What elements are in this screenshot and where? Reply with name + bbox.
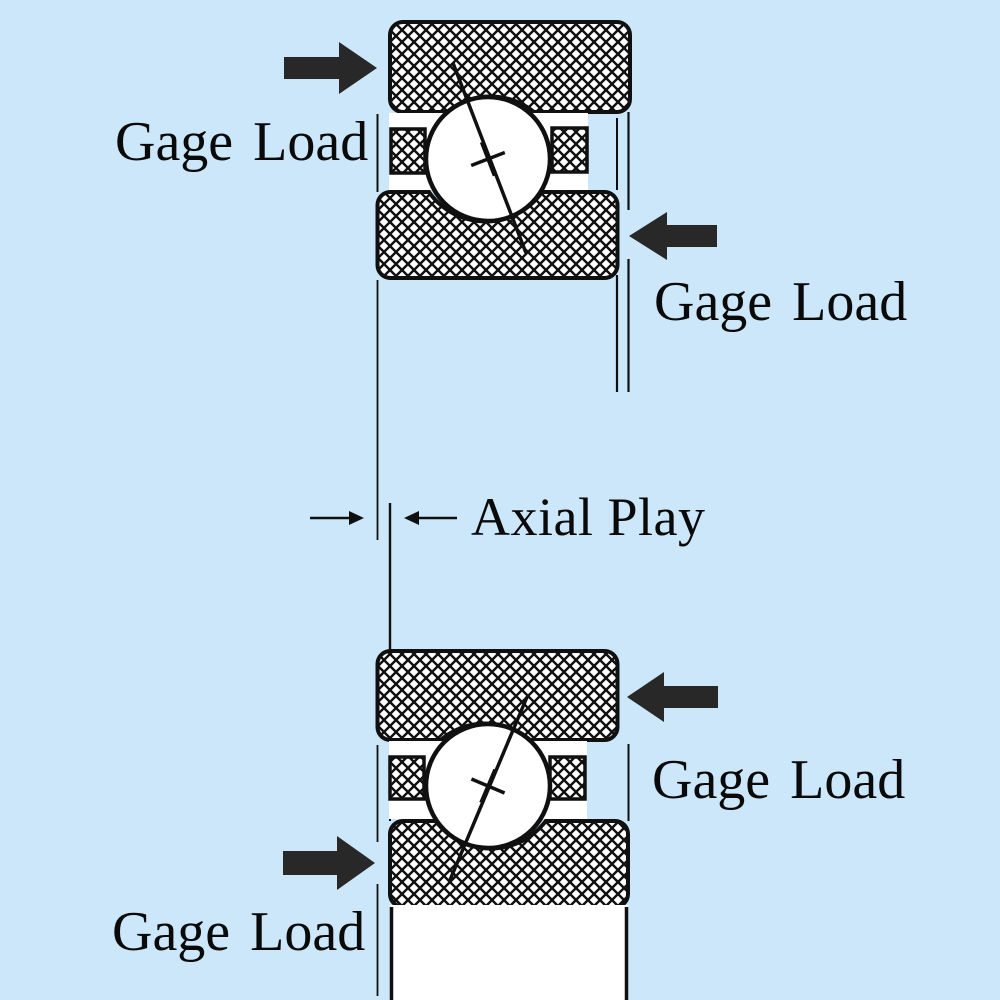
gage-load-arrow-bottom-left-icon xyxy=(283,836,375,890)
gage-load-arrow-top-right-icon xyxy=(629,212,717,260)
gage-load-label-top-left: Gage Load xyxy=(115,111,368,173)
inner-ring-hub-bottom xyxy=(390,905,628,1000)
gage-load-label-bottom-left: Gage Load xyxy=(112,901,365,963)
gage-load-label-bottom-right: Gage Load xyxy=(652,749,905,811)
gage-load-label-top-right: Gage Load xyxy=(654,271,907,333)
cage-section-left-top xyxy=(389,127,427,175)
dimension-arrow-right-icon xyxy=(349,511,364,525)
ball-center-mark-top xyxy=(470,141,506,177)
bearing-cross-section-top xyxy=(375,20,632,280)
cage-section-right-bottom xyxy=(548,755,587,801)
cage-section-left-bottom xyxy=(388,755,426,801)
cage-section-right-top xyxy=(550,126,589,174)
gage-load-arrow-top-left-icon xyxy=(284,42,377,94)
dimension-arrow-left-icon xyxy=(404,511,419,525)
bearing-cross-section-bottom xyxy=(375,649,630,1000)
ball-center-mark-bottom xyxy=(470,768,506,804)
gage-load-arrow-bottom-right-icon xyxy=(627,672,718,722)
axial-play-label: Axial Play xyxy=(471,487,705,547)
axial-play-dimension xyxy=(310,511,457,525)
